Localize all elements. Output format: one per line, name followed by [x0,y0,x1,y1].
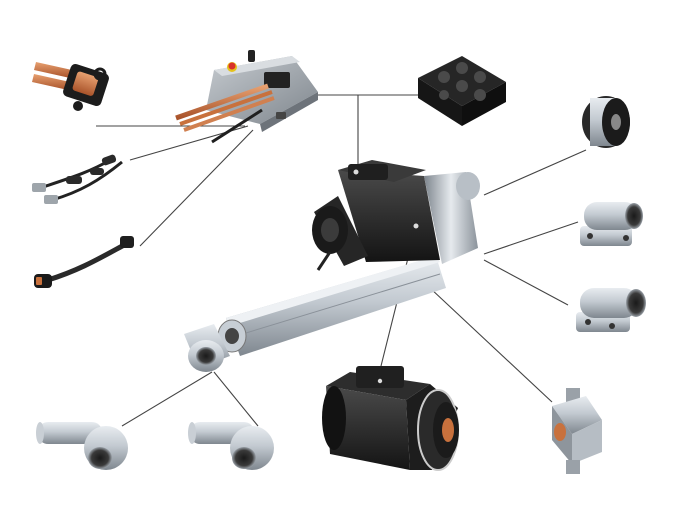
connector-line [429,287,553,403]
signal-cable-icon [32,154,123,204]
connector-line [483,221,579,255]
power-plug-icon [32,62,109,111]
trunnion-mount-icon [552,388,602,474]
front-flange-mount-icon [576,288,646,332]
connector-line [483,149,587,196]
brake-unit-icon [582,96,630,148]
extension-cable-icon [34,236,134,288]
rod-eye-icon [36,422,128,470]
motor-controller-icon [418,56,506,126]
servo-motor-icon [322,366,459,471]
rod-eye-icon [188,422,274,470]
connector-line [139,129,254,247]
connector-line [213,371,259,427]
connector-line [483,259,569,306]
control-box-icon [175,50,318,144]
linear-actuator-icon [184,160,480,372]
connector-line [121,371,213,427]
clevis-mount-icon [580,202,643,246]
